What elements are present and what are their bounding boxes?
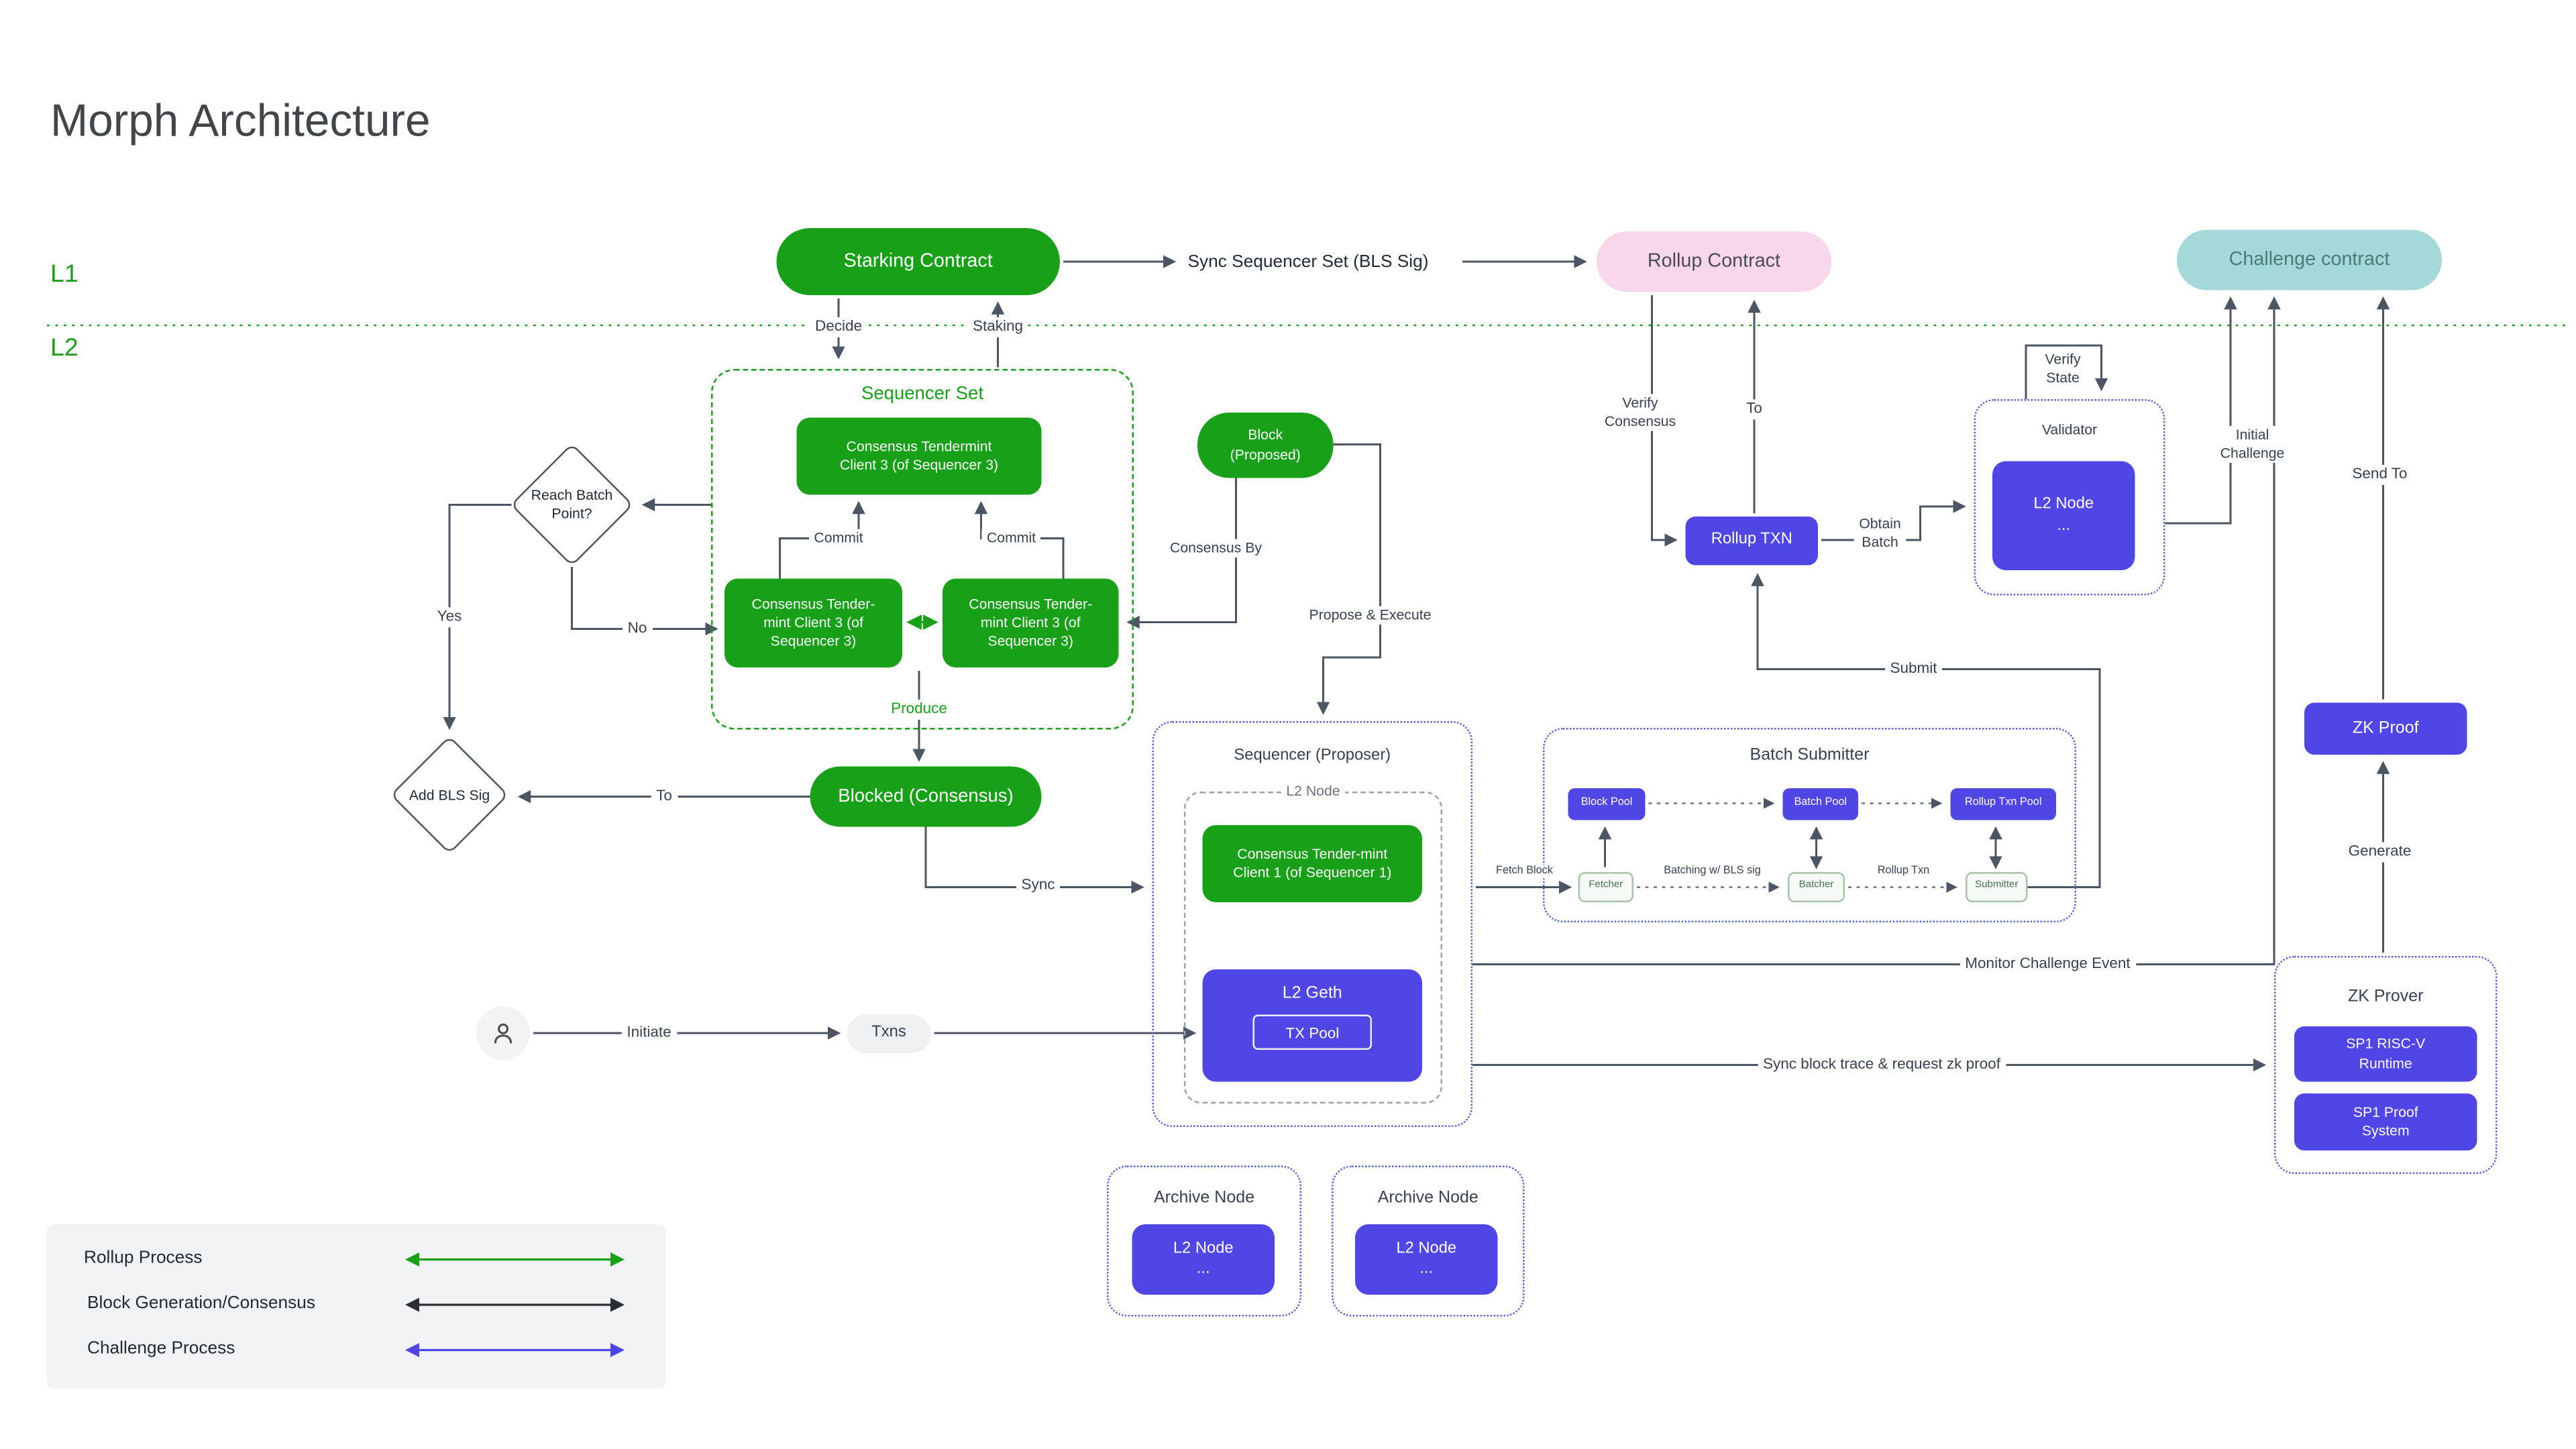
arrow-no-branch bbox=[571, 567, 718, 636]
batch-submitter-container: Batch Submitter bbox=[1543, 728, 2076, 922]
monitor-challenge-event-label: Monitor Challenge Event bbox=[1960, 954, 2136, 975]
sync-block-trace-label: Sync block trace & request zk proof bbox=[1758, 1055, 2006, 1075]
batching-label: Batching w/ BLS sig bbox=[1658, 865, 1766, 879]
to-rollup-label: To bbox=[1741, 399, 1768, 419]
submitter-node: Submitter bbox=[1966, 872, 2028, 902]
starking-contract-node: Starking Contract bbox=[776, 228, 1060, 295]
txns-pill: Txns bbox=[847, 1014, 931, 1053]
consensus-client-1-node: Consensus Tender-mint Client 1 (of Seque… bbox=[1202, 825, 1422, 902]
archive-node-2-container: Archive Node bbox=[1332, 1165, 1525, 1317]
rollup-txn-label: Rollup Txn bbox=[1872, 865, 1935, 879]
layer-label-l1: L1 bbox=[50, 260, 78, 289]
arrow-yes-branch bbox=[443, 504, 512, 731]
commit-right-label: Commit bbox=[981, 529, 1041, 548]
l2-node-label: L2 Node bbox=[1281, 782, 1346, 801]
rollup-txn-node: Rollup TXN bbox=[1685, 517, 1818, 566]
verify-consensus-label: Verify Consensus bbox=[1599, 394, 1681, 431]
initial-challenge-label: Initial Challenge bbox=[2215, 425, 2290, 464]
legend-arrows bbox=[405, 1252, 625, 1358]
obtain-batch-label: Obtain Batch bbox=[1854, 515, 1907, 552]
consensus-by-label: Consensus By bbox=[1165, 539, 1267, 558]
batch-submitter-title: Batch Submitter bbox=[1750, 746, 1870, 765]
zk-prover-container: ZK Prover bbox=[2274, 956, 2498, 1174]
blocked-consensus-node: Blocked (Consensus) bbox=[810, 766, 1042, 827]
block-proposed-node: Block (Proposed) bbox=[1197, 413, 1334, 478]
archive-node-1-container: Archive Node bbox=[1107, 1165, 1301, 1317]
add-bls-sig-decision: Add BLS Sig bbox=[389, 735, 510, 855]
l2-geth-node: L2 Geth TX Pool bbox=[1202, 969, 1422, 1082]
tx-pool-node: TX Pool bbox=[1252, 1014, 1372, 1050]
arrow-consensus-by bbox=[1126, 478, 1237, 629]
arrow-initial-challenge bbox=[2165, 296, 2237, 525]
sync-label: Sync bbox=[1016, 875, 1061, 896]
zk-prover-title: ZK Prover bbox=[2347, 987, 2424, 1007]
page-title: Morph Architecture bbox=[50, 95, 431, 146]
l2-geth-label: L2 Geth bbox=[1282, 984, 1342, 1004]
rollup-txn-pool-node: Rollup Txn Pool bbox=[1950, 788, 2056, 820]
zk-proof-node: ZK Proof bbox=[2304, 702, 2467, 755]
legend-label-block-generation: Block Generation/Consensus bbox=[87, 1293, 315, 1313]
sequencer-set-container: Sequencer Set bbox=[711, 369, 1134, 730]
validator-title: Validator bbox=[2041, 421, 2098, 438]
staking-label: Staking bbox=[967, 317, 1028, 337]
propose-execute-label: Propose & Execute bbox=[1304, 606, 1436, 625]
legend-label-challenge-process: Challenge Process bbox=[87, 1338, 235, 1358]
sync-sequencer-set-label: Sync Sequencer Set (BLS Sig) bbox=[1183, 252, 1434, 275]
batch-pool-node: Batch Pool bbox=[1782, 788, 1858, 820]
rollup-contract-node: Rollup Contract bbox=[1597, 231, 1831, 292]
arrow-propose-execute bbox=[1316, 443, 1381, 715]
batcher-node: Batcher bbox=[1788, 872, 1845, 902]
arrow-verify-consensus bbox=[1651, 295, 1678, 547]
sequencer-set-title: Sequencer Set bbox=[861, 384, 983, 405]
arrow-monitor-challenge bbox=[1472, 296, 2281, 965]
user-icon bbox=[476, 1006, 530, 1060]
verify-state-label: Verify State bbox=[2039, 350, 2086, 388]
reach-batch-label: Reach Batch Point? bbox=[531, 486, 613, 522]
yes-label: Yes bbox=[432, 607, 467, 627]
decide-label: Decide bbox=[810, 317, 867, 337]
generate-label: Generate bbox=[2343, 842, 2416, 862]
fetch-block-label: Fetch Block bbox=[1491, 865, 1558, 879]
layer-label-l2: L2 bbox=[50, 333, 78, 363]
sequencer-proposer-title: Sequencer (Proposer) bbox=[1234, 746, 1391, 765]
arrow-sync-to-sequencer bbox=[924, 826, 1144, 894]
consensus-client-top-node: Consensus Tendermint Client 3 (of Sequen… bbox=[796, 417, 1042, 495]
fetcher-node: Fetcher bbox=[1578, 872, 1633, 902]
archive-node-1-title: Archive Node bbox=[1153, 1189, 1255, 1208]
initiate-label: Initiate bbox=[621, 1023, 677, 1043]
validator-l2-node: L2 Node ... bbox=[1992, 461, 2135, 570]
validator-container: Validator bbox=[1974, 399, 2165, 596]
person-glyph bbox=[494, 1023, 512, 1044]
legend-box: Rollup Process Block Generation/Consensu… bbox=[47, 1224, 666, 1389]
to-label: To bbox=[651, 786, 678, 807]
sp1-riscv-runtime-node: SP1 RISC-V Runtime bbox=[2294, 1026, 2477, 1082]
produce-label: Produce bbox=[885, 699, 953, 720]
arrow-verify-state bbox=[2025, 344, 2108, 399]
no-label: No bbox=[623, 619, 652, 639]
archive-node-2-l2: L2 Node ... bbox=[1355, 1224, 1498, 1295]
legend-label-rollup-process: Rollup Process bbox=[84, 1248, 203, 1268]
add-bls-label: Add BLS Sig bbox=[409, 786, 490, 803]
send-to-label: Send To bbox=[2347, 464, 2413, 485]
reach-batch-point-decision: Reach Batch Point? bbox=[510, 443, 634, 567]
consensus-client-right-node: Consensus Tender- mint Client 3 (of Sequ… bbox=[943, 578, 1119, 667]
archive-node-2-title: Archive Node bbox=[1377, 1189, 1479, 1208]
archive-node-1-l2: L2 Node ... bbox=[1132, 1224, 1275, 1295]
sequencer-proposer-container: Sequencer (Proposer) bbox=[1152, 721, 1472, 1127]
block-pool-node: Block Pool bbox=[1568, 788, 1646, 820]
challenge-contract-node: Challenge contract bbox=[2177, 229, 2442, 290]
consensus-client-left-node: Consensus Tender- mint Client 3 (of Sequ… bbox=[724, 578, 902, 667]
submit-label: Submit bbox=[1884, 659, 1943, 680]
sp1-proof-system-node: SP1 Proof System bbox=[2294, 1093, 2477, 1150]
commit-left-label: Commit bbox=[808, 529, 869, 548]
